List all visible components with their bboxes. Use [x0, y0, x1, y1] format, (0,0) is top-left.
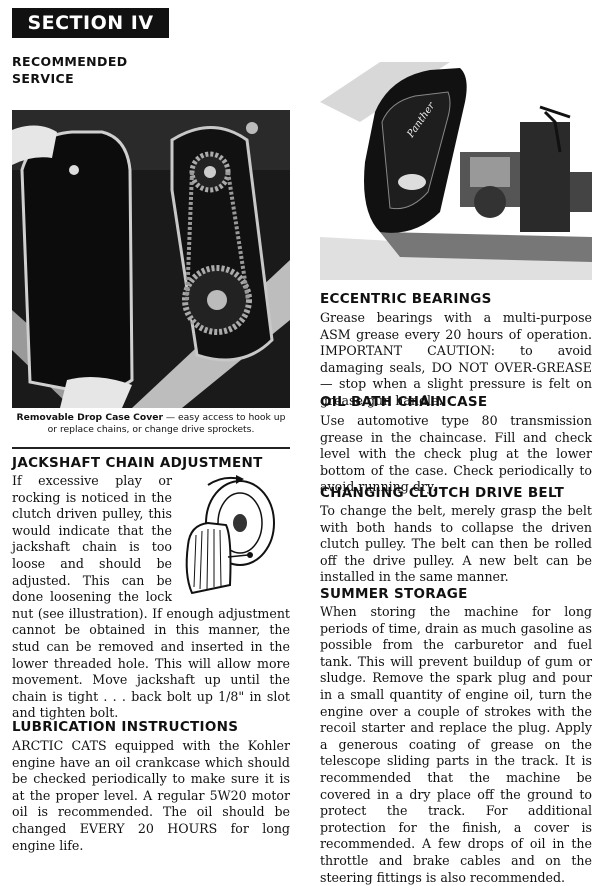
summer-heading: SUMMER STORAGE [320, 586, 468, 602]
caption-rest: — easy access to hook up or replace chai… [47, 412, 286, 435]
eccentric-body: Grease bearings with a multi-purpose ASM… [320, 310, 592, 408]
snowmobile-photo: Panther [320, 62, 592, 280]
drop-case-photo [12, 110, 290, 408]
jackshaft-illustration [178, 475, 290, 601]
jackshaft-body: If excessive play or rocking is noticed … [12, 473, 290, 721]
summer-body: When storing the machine for long period… [320, 604, 592, 885]
jackshaft-heading: JACKSHAFT CHAIN ADJUSTMENT [12, 455, 263, 471]
oilbath-heading: OIL BATH CHAINCASE [320, 394, 488, 410]
eccentric-heading: ECCENTRIC BEARINGS [320, 291, 492, 307]
lubrication-heading: LUBRICATION INSTRUCTIONS [12, 719, 239, 735]
photo-caption: Removable Drop Case Cover — easy access … [12, 412, 290, 436]
recommended-service-title: RECOMMENDED SERVICE [12, 53, 212, 87]
jackshaft-section: If excessive play or rocking is noticed … [12, 473, 290, 722]
caption-bold: Removable Drop Case Cover [16, 412, 163, 423]
lubrication-body: ARCTIC CATS equipped with the Kohler eng… [12, 738, 290, 853]
clutchbelt-body: To change the belt, merely grasp the bel… [320, 503, 592, 585]
clutchbelt-heading: CHANGING CLUTCH DRIVE BELT [320, 485, 565, 501]
oilbath-body: Use automotive type 80 transmission grea… [320, 413, 592, 495]
recommended-line-1: RECOMMENDED [12, 54, 128, 69]
section-banner: SECTION IV [12, 8, 169, 38]
divider-rule [12, 447, 290, 449]
recommended-line-2: SERVICE [12, 71, 75, 86]
